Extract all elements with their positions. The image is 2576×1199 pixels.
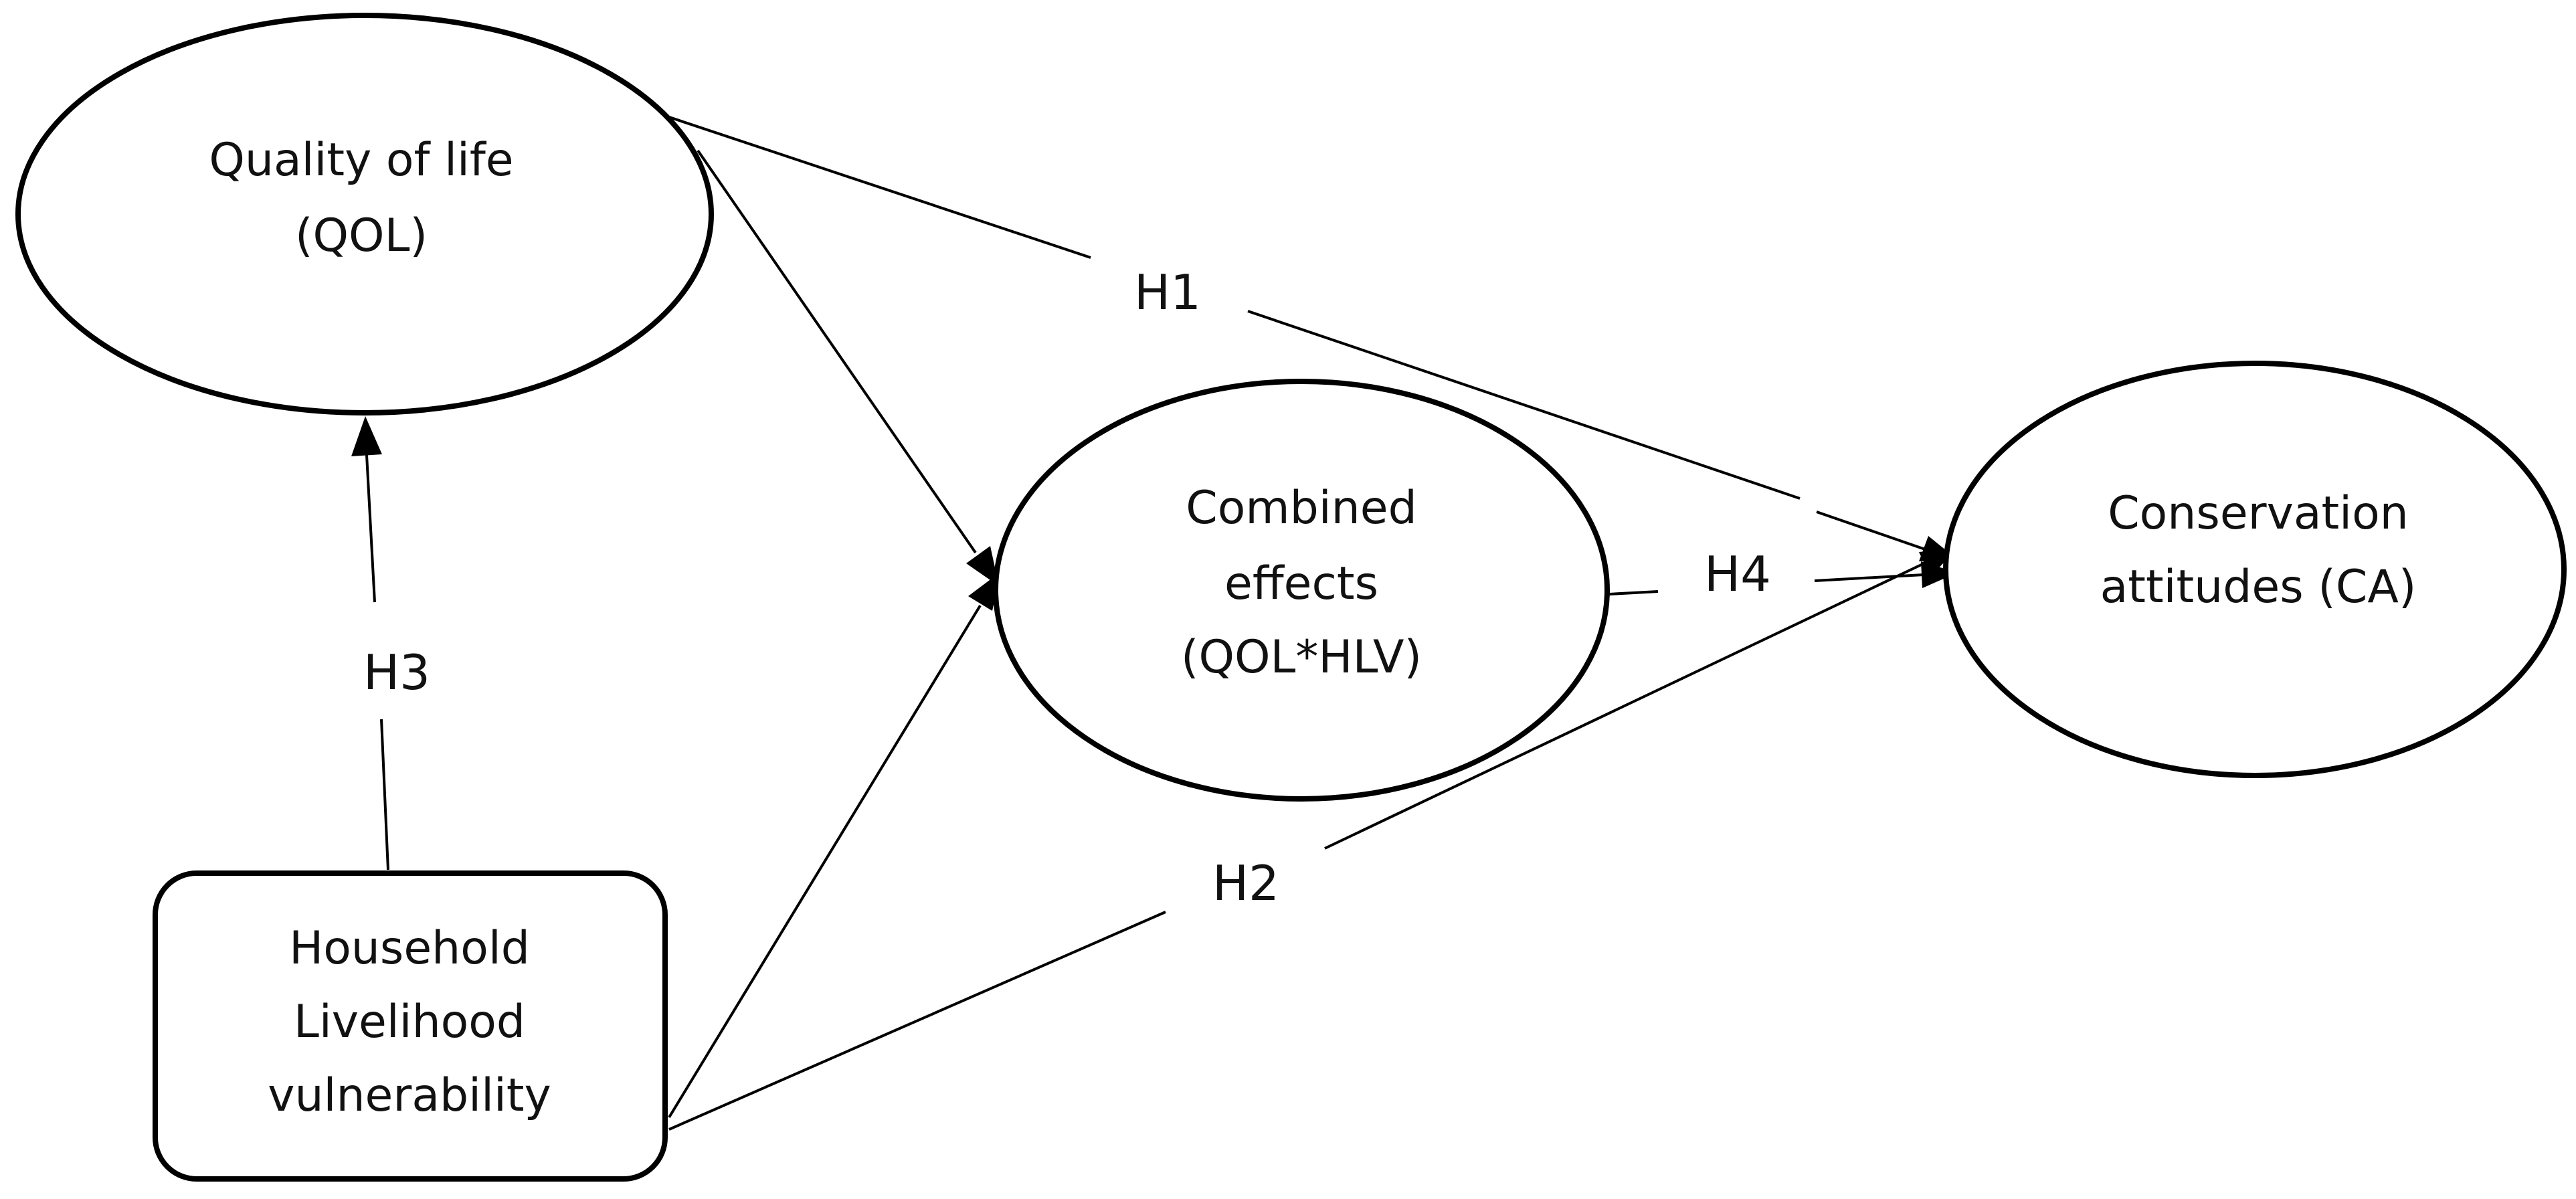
ca-label-line-1: Conservation — [2108, 487, 2409, 540]
qol-label-line-1: Quality of life — [209, 134, 513, 187]
hlv-label-line-2: Livelihood — [294, 996, 525, 1048]
qol-label-line-2: (QOL) — [295, 209, 428, 262]
h4-label: H4 — [1704, 546, 1771, 602]
h1-edge-segment-2 — [1247, 310, 1801, 500]
node-conservation-attitudes: Conservation attitudes (CA) — [1943, 361, 2567, 778]
h3-label: H3 — [363, 644, 430, 701]
combined-label-line-1: Combined — [1186, 482, 1416, 535]
hlv-label-line-1: Household — [289, 922, 530, 975]
h3-arrow-head — [351, 416, 382, 456]
node-household-livelihood-vulnerability: Household Livelihood vulnerability — [153, 870, 668, 1182]
node-qol: Quality of life (QOL) — [15, 13, 714, 416]
hlv-to-combined-edge — [668, 604, 982, 1119]
h1-edge-segment-3 — [1816, 511, 1928, 551]
hlv-to-combined-arrow-head — [968, 572, 1000, 611]
h1-edge-segment-1 — [668, 116, 1091, 259]
qol-to-combined-edge — [697, 149, 977, 554]
edge-labels: H1 H2 H3 H4 — [363, 264, 1771, 911]
h1-label: H1 — [1134, 264, 1201, 320]
combined-label-line-3: (QOL*HLV) — [1181, 631, 1422, 684]
ca-label-line-2: attitudes (CA) — [2100, 561, 2417, 614]
h2-label: H2 — [1212, 855, 1279, 911]
h4-arrow-head — [1921, 561, 1957, 588]
hlv-label-line-3: vulnerability — [268, 1069, 551, 1122]
hlv-box — [153, 870, 668, 1182]
h2-edge-segment-1 — [668, 911, 1166, 1131]
combined-ellipse — [993, 379, 1610, 802]
h3-edge-segment-1 — [380, 719, 389, 870]
qol-to-combined-arrow-head — [966, 546, 999, 586]
node-combined-effects: Combined effects (QOL*HLV) — [993, 379, 1610, 802]
h3-edge-segment-2 — [365, 454, 376, 603]
h4-edge-segment-1 — [1608, 590, 1659, 595]
ca-ellipse — [1943, 361, 2567, 778]
h2-edge-segment-2 — [1324, 561, 1928, 850]
qol-ellipse — [15, 13, 714, 416]
combined-label-line-2: effects — [1224, 557, 1378, 610]
h4-edge-segment-2 — [1814, 573, 1924, 582]
